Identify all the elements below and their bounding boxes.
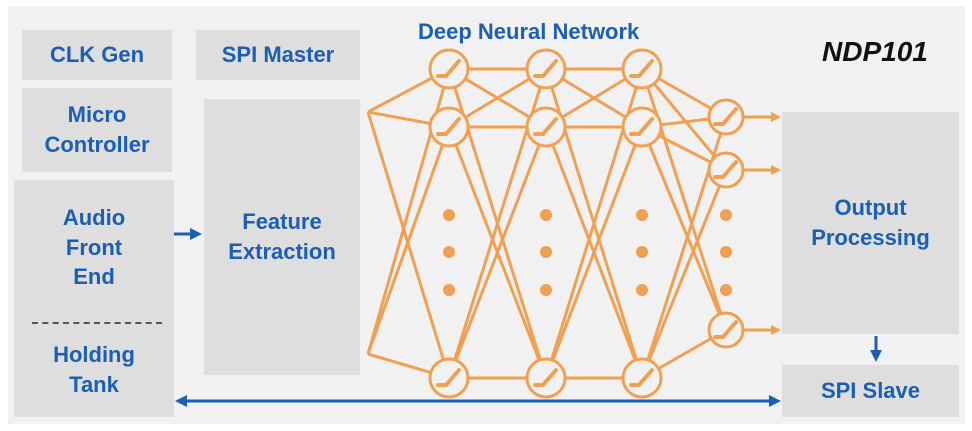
ellipsis-dot	[540, 284, 552, 296]
clk-gen-label: CLK Gen	[49, 42, 145, 68]
network-nodes	[428, 48, 745, 399]
neuron-node	[428, 357, 470, 399]
holding-tank-block: Holding Tank	[14, 340, 174, 399]
spi-master-block: SPI Master	[196, 30, 360, 80]
ellipsis-dot	[443, 246, 455, 258]
layer-edge	[447, 126, 548, 379]
neuron-node	[707, 151, 745, 189]
spi-slave-label: SPI Slave	[820, 378, 921, 404]
neuron-node	[621, 357, 663, 399]
neuron-node	[621, 48, 663, 90]
ellipsis-dot	[720, 284, 732, 296]
activation-icon	[629, 368, 654, 387]
audio-front-end-block: Audio Front End Holding Tank	[14, 180, 174, 417]
input-edge	[366, 111, 451, 379]
ellipsis-dot	[636, 209, 648, 221]
micro-controller-label-line2: Controller	[44, 132, 150, 157]
activation-icon	[533, 59, 558, 78]
ellipsis-dot	[720, 209, 732, 221]
clk-gen-block: CLK Gen	[22, 30, 172, 80]
activation-icon	[436, 368, 461, 387]
layer-edge	[640, 169, 728, 379]
neuron-node	[428, 48, 470, 90]
ellipsis-dot	[720, 246, 732, 258]
network-ellipsis-dots	[443, 209, 732, 296]
holding-tank-label-line1: Holding	[53, 342, 135, 367]
neuron-node	[525, 106, 567, 148]
audio-divider	[32, 322, 162, 324]
neuron-node	[621, 106, 663, 148]
ellipsis-dot	[636, 246, 648, 258]
output-arrows	[743, 112, 781, 335]
activation-icon	[713, 320, 738, 339]
micro-controller-label-line1: Micro	[67, 102, 127, 128]
layer-edge	[544, 126, 644, 379]
activation-icon	[713, 107, 738, 126]
input-edge	[366, 126, 451, 355]
activation-icon	[629, 117, 654, 136]
chip-name: NDP101	[822, 36, 928, 67]
output-processing-block: Output Processing	[782, 112, 959, 334]
holding-tank-label-line2: Tank	[69, 371, 119, 397]
audio-front-end-label-line2: Front	[65, 234, 123, 260]
neuron-node	[428, 106, 470, 148]
activation-icon	[713, 160, 738, 179]
activation-icon	[436, 59, 461, 78]
activation-icon	[533, 368, 558, 387]
ellipsis-dot	[443, 284, 455, 296]
ellipsis-dot	[540, 209, 552, 221]
spi-master-label: SPI Master	[221, 42, 335, 68]
feature-extraction-block: Feature Extraction	[204, 99, 360, 375]
neuron-node	[525, 48, 567, 90]
layer-edge	[640, 68, 728, 171]
ellipsis-dot	[636, 284, 648, 296]
audio-front-end-label-line1: Audio	[62, 205, 126, 230]
output-processing-label-line1: Output	[834, 195, 907, 221]
ellipsis-dot	[540, 246, 552, 258]
activation-icon	[533, 117, 558, 136]
neuron-node	[707, 311, 745, 349]
network-title: Deep Neural Network	[418, 19, 640, 44]
audio-front-end-label-line3: End	[73, 264, 115, 290]
output-processing-label-line2: Processing	[811, 225, 930, 250]
activation-icon	[436, 117, 461, 136]
ellipsis-dot	[443, 209, 455, 221]
feature-extraction-label-line1: Feature	[242, 209, 322, 235]
layer-edge	[640, 126, 728, 331]
activation-icon	[629, 59, 654, 78]
neuron-node	[525, 357, 567, 399]
micro-controller-block: Micro Controller	[22, 88, 172, 172]
feature-extraction-label-line2: Extraction	[228, 239, 336, 264]
spi-slave-block: SPI Slave	[782, 365, 959, 417]
neuron-node	[707, 98, 745, 136]
